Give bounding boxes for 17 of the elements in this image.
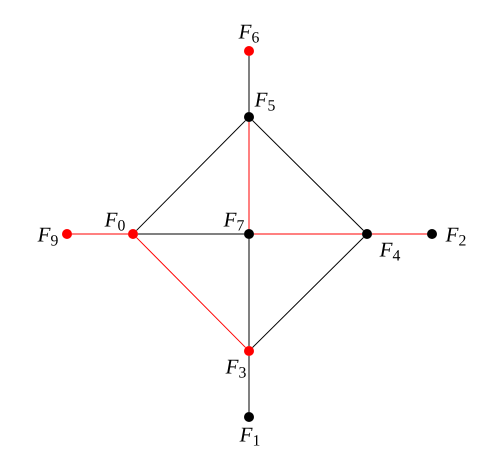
connector-line	[248, 122, 250, 230]
vertex-label: F$_{2}$	[446, 224, 466, 246]
vertex-label: F$_{6}$	[238, 22, 260, 42]
connector-line	[136, 120, 246, 231]
connector-line	[252, 237, 364, 348]
vertex-label: F$_{5}$	[254, 90, 276, 110]
vertex-label: F$_{9}$	[38, 224, 58, 246]
connector-line	[248, 356, 250, 412]
connector-line	[252, 120, 364, 231]
vertex-label: F$_{1}$	[240, 424, 260, 446]
connector-line	[248, 56, 250, 112]
connector-line	[136, 237, 246, 348]
connector-line	[248, 238, 250, 346]
vertex-label: F$_{0}$	[104, 210, 126, 230]
vertex-label: F$_{3}$	[226, 356, 246, 378]
vertex-label: F$_{7}$	[224, 210, 244, 230]
vertex-label: F$_{4}$	[380, 240, 400, 260]
